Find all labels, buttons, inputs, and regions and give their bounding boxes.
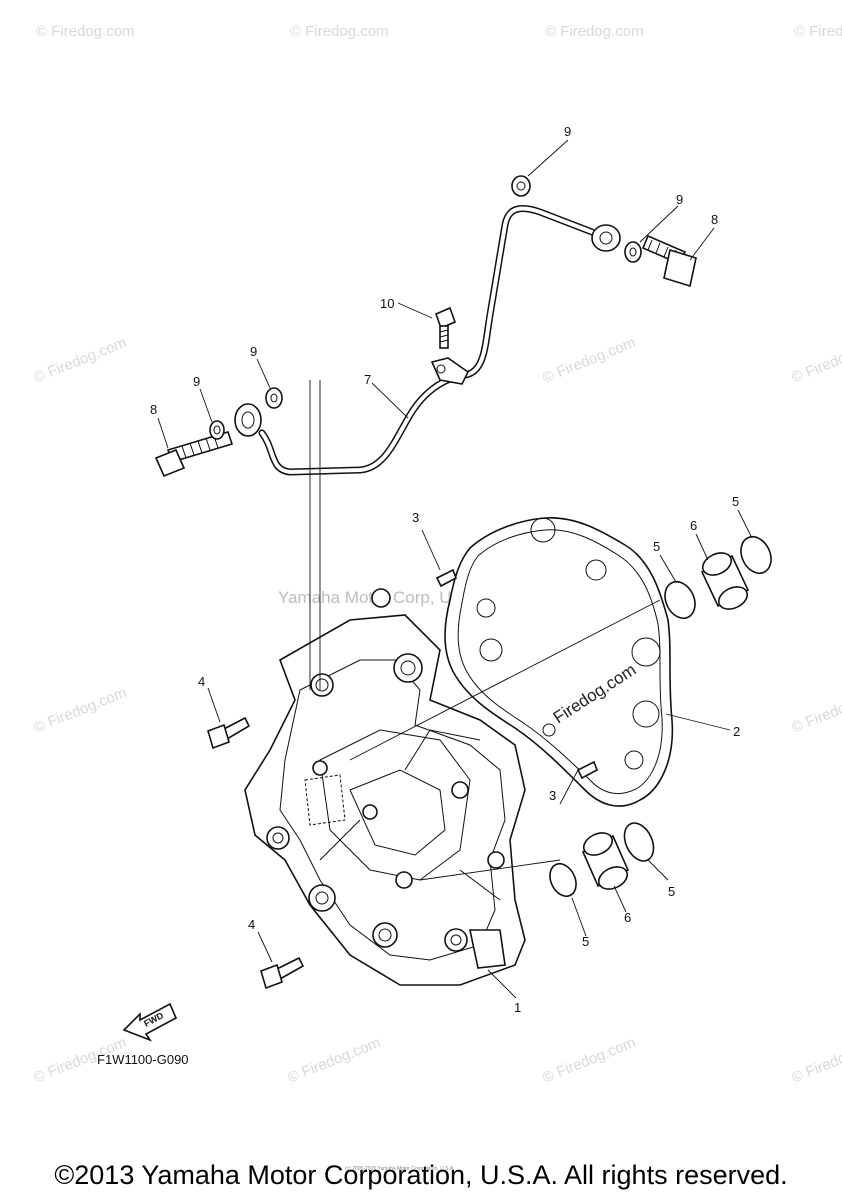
watermark-text: © Firedog.com <box>789 334 842 387</box>
gasket-part-2 <box>444 517 674 807</box>
callout-3: 3 <box>549 788 556 803</box>
callout-9: 9 <box>193 374 200 389</box>
callout-4: 4 <box>198 674 205 689</box>
watermark-text: © Firedog.com <box>31 334 129 387</box>
dowel-pins-part-3 <box>435 568 598 780</box>
watermark-text: © Firedog.com <box>31 684 129 737</box>
callout-9: 9 <box>250 344 257 359</box>
diagram-code: F1W1100-G090 <box>97 1052 189 1067</box>
watermark-text: © Firedog.com <box>540 1034 638 1087</box>
callout-1: 1 <box>514 1000 521 1015</box>
spacers-part-6 <box>581 552 750 890</box>
watermark-text: © Firedog.com <box>789 1034 842 1087</box>
callout-8: 8 <box>150 402 157 417</box>
callout-4: 4 <box>248 917 255 932</box>
callout-5: 5 <box>668 884 675 899</box>
callout-labels: 9 9 8 10 9 7 9 8 3 5 6 5 4 2 3 5 6 4 5 1 <box>150 124 740 1015</box>
watermark-text: © Firedog.com <box>540 334 638 387</box>
callout-6: 6 <box>690 518 697 533</box>
fwd-arrow-icon: FWD <box>122 1002 178 1042</box>
small-print: (c) 2005-2015 Yamaha Motor Corporation, … <box>345 1166 455 1172</box>
copyright-notice: ©2013 Yamaha Motor Corporation, U.S.A. A… <box>54 1160 788 1190</box>
callout-6: 6 <box>624 910 631 925</box>
watermark-text: © Firedog.com <box>290 23 389 40</box>
callout-9: 9 <box>564 124 571 139</box>
oil-pipe-part-7 <box>234 205 621 476</box>
callout-2: 2 <box>733 724 740 739</box>
callout-5: 5 <box>653 539 660 554</box>
o-rings-part-5 <box>549 535 772 898</box>
callout-8: 8 <box>711 212 718 227</box>
leader-lines <box>157 139 753 999</box>
watermark-text: © Firedog.com <box>789 684 842 737</box>
watermark-text: © Firedog.com <box>794 23 842 40</box>
banjo-bolt-part-8-right <box>641 234 697 288</box>
callout-10: 10 <box>380 296 394 311</box>
callout-7: 7 <box>364 372 371 387</box>
callout-3: 3 <box>412 510 419 525</box>
bolt-part-10 <box>434 306 457 349</box>
callout-5: 5 <box>732 494 739 509</box>
crankcase-cover-part-1 <box>244 588 526 986</box>
bolts-part-4 <box>207 716 305 990</box>
watermark-text: © Firedog.com <box>545 23 644 40</box>
gasket-washers-part-9 <box>209 175 642 440</box>
watermark-text: © Firedog.com <box>36 23 135 40</box>
callout-9: 9 <box>676 192 683 207</box>
callout-5: 5 <box>582 934 589 949</box>
watermark-text: © Firedog.com <box>285 1034 383 1087</box>
